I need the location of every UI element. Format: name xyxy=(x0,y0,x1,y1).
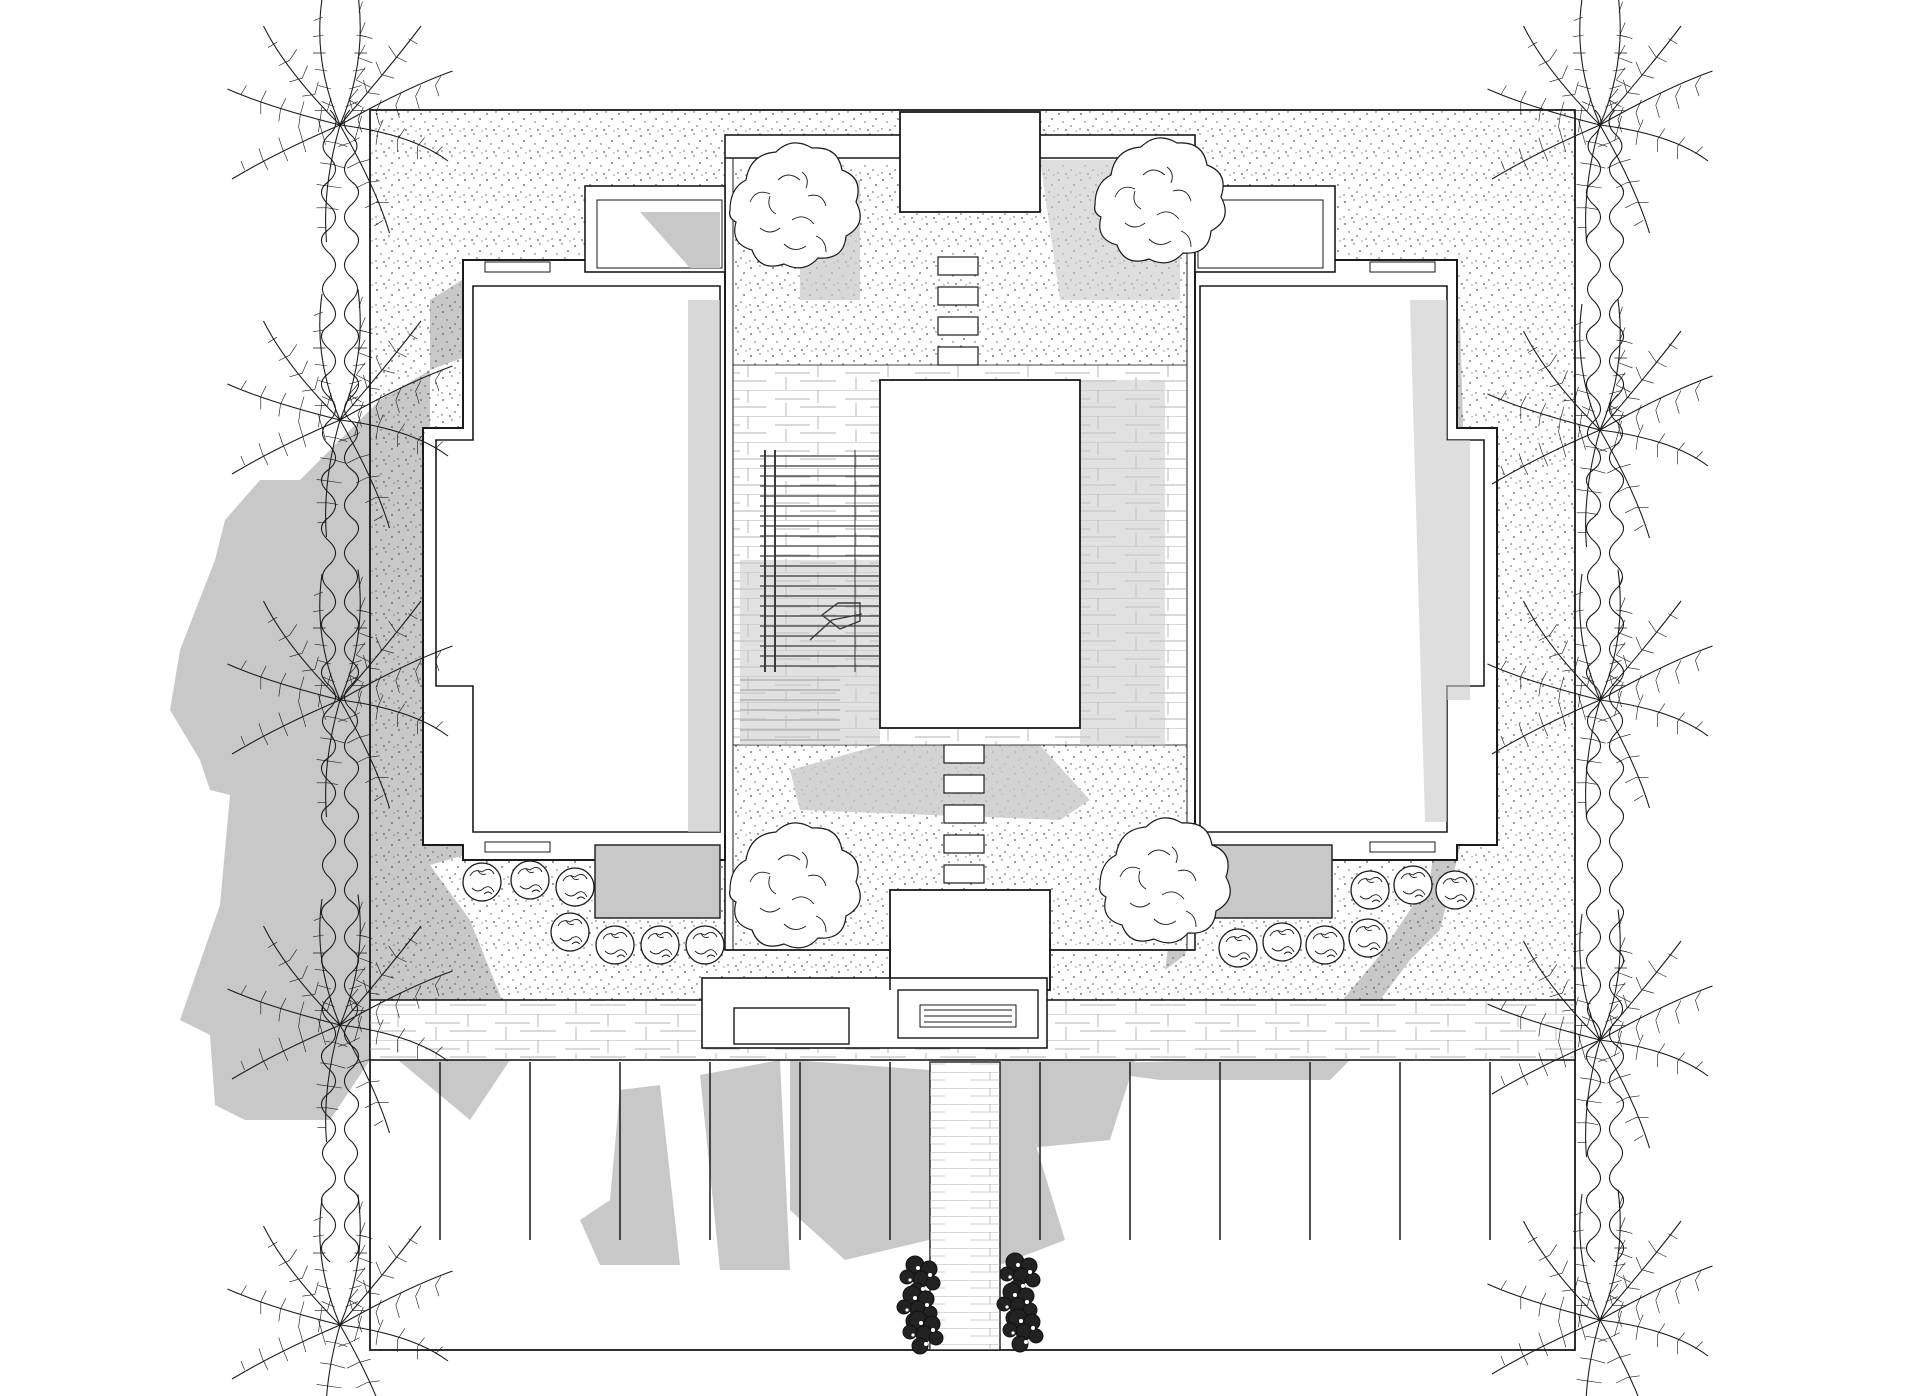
right-building xyxy=(1194,185,1498,919)
shrub-icon xyxy=(1348,918,1388,958)
palm-tree-icon xyxy=(226,1193,454,1396)
shrub-icon xyxy=(1218,928,1258,968)
parking-stalls xyxy=(439,1062,1491,1240)
shrub-icon xyxy=(1262,922,1302,962)
shrub-icon xyxy=(555,867,595,907)
south-gate-block xyxy=(889,889,1051,991)
shrub-icon xyxy=(640,925,680,965)
north-gate-block xyxy=(899,111,1041,213)
shrub-icon xyxy=(510,860,550,900)
shrub-icon xyxy=(595,925,635,965)
left-building xyxy=(422,185,726,919)
shrub-icon xyxy=(550,912,590,952)
shrub-icon xyxy=(685,925,725,965)
shrub-icon xyxy=(1393,865,1433,905)
central-pavilion xyxy=(879,379,1081,729)
shrub-icon xyxy=(1350,870,1390,910)
shrub-icon xyxy=(462,862,502,902)
pergola xyxy=(760,450,880,672)
entry-feature xyxy=(701,938,1051,1049)
stepping-stones xyxy=(937,256,985,884)
entry-walkway xyxy=(929,1061,1001,1351)
planter-shrub-icon xyxy=(1002,1308,1044,1353)
pergola-shadow xyxy=(740,679,840,741)
shrub-icon xyxy=(1305,925,1345,965)
shrub-icon xyxy=(1435,870,1475,910)
